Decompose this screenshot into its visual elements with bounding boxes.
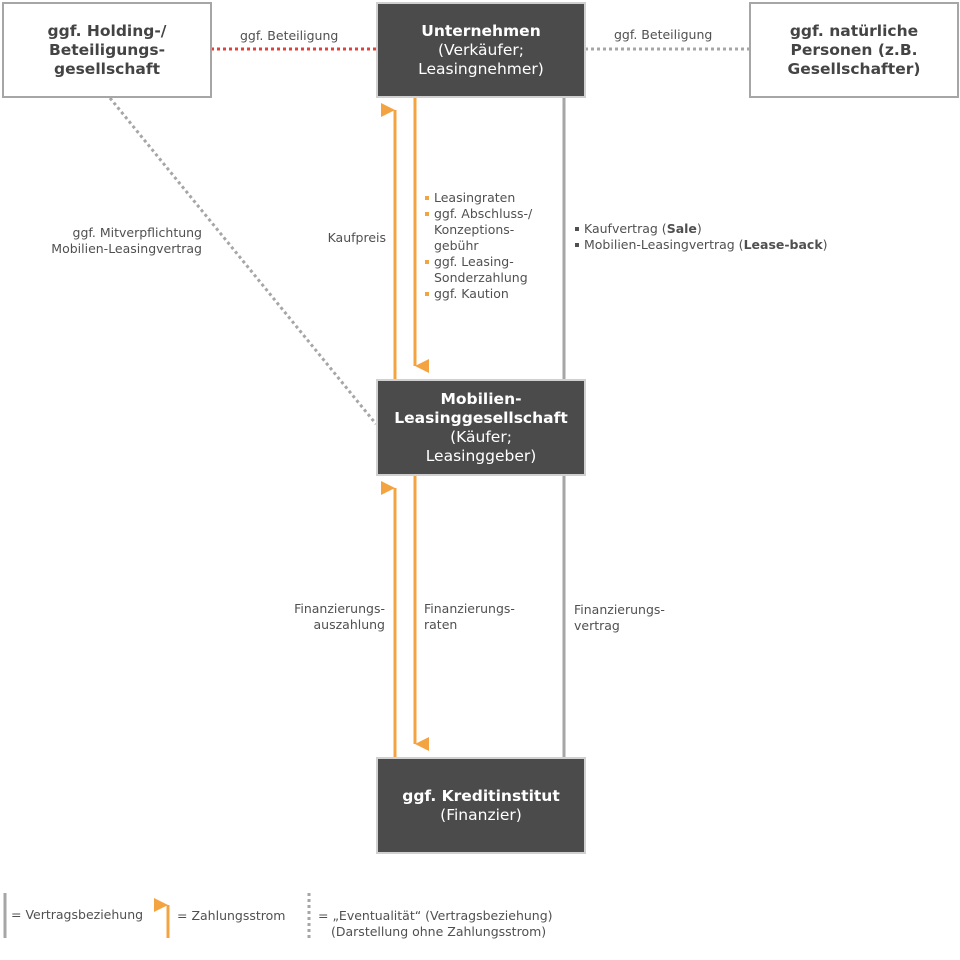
personen-box: ggf. natürliche Personen (z.B. Gesellsch… — [749, 2, 959, 98]
legend-eventualitaet: = „Eventualität“ (Vertragsbeziehung) (Da… — [318, 908, 553, 940]
label-kaufpreis: Kaufpreis — [327, 230, 386, 245]
personen-line2: Personen (z.B. — [790, 40, 918, 59]
kredit-title: ggf. Kreditinstitut — [402, 786, 560, 805]
kredit-line2: (Finanzier) — [440, 805, 522, 824]
unternehmen-line2: (Verkäufer; — [438, 40, 524, 59]
contracts-list: Kaufvertrag (Sale) Mobilien-Leasingvertr… — [575, 221, 828, 253]
grey-dotted-connector-diagonal — [108, 97, 378, 425]
bullet-icon — [575, 227, 579, 231]
bullet-icon — [425, 196, 429, 200]
payment-item: Leasingraten — [425, 190, 532, 206]
mitverpflichtung-line1: ggf. Mitverpflichtung — [72, 225, 202, 240]
unternehmen-box: Unternehmen (Verkäufer; Leasingnehmer) — [376, 2, 586, 98]
bullet-icon — [425, 212, 429, 216]
payment-text: ggf. Kaution — [434, 286, 509, 301]
unternehmen-line3: Leasingnehmer) — [418, 59, 544, 78]
label-finanzierungsvertrag: Finanzierungs- vertrag — [574, 602, 665, 634]
contract-item-sale: Kaufvertrag (Sale) — [575, 221, 828, 237]
leasing-line1: Mobilien- — [440, 389, 522, 408]
holding-box: ggf. Holding-/ Beteiligungs- gesellschaf… — [2, 2, 212, 98]
payment-item: ggf. Abschluss-/ — [425, 206, 532, 222]
payment-item-cont: Sonderzahlung — [425, 270, 532, 286]
contract-item-leaseback: Mobilien-Leasingvertrag (Lease-back) — [575, 237, 828, 253]
payment-text: ggf. Leasing- — [434, 254, 514, 269]
holding-line3: gesellschaft — [53, 59, 161, 78]
payment-item: ggf. Leasing- — [425, 254, 532, 270]
legend-zahlungsstrom: = Zahlungsstrom — [177, 908, 286, 923]
bullet-icon — [575, 243, 579, 247]
payment-text: Sonderzahlung — [434, 270, 528, 285]
fin-vertrag-line1: Finanzierungs- — [574, 602, 665, 617]
fin-auszahlung-line1: Finanzierungs- — [294, 601, 385, 616]
bullet-icon — [425, 292, 429, 296]
fin-auszahlung-line2: auszahlung — [313, 617, 386, 632]
fin-raten-line1: Finanzierungs- — [424, 601, 515, 616]
payment-text: ggf. Abschluss-/ — [434, 206, 533, 221]
payment-text: gebühr — [434, 238, 479, 253]
payments-list: Leasingraten ggf. Abschluss-/ Konzeption… — [425, 190, 532, 302]
payment-item-cont: Konzeptions- — [425, 222, 532, 238]
fin-vertrag-line2: vertrag — [574, 618, 620, 633]
leasing-line3: (Käufer; — [450, 427, 512, 446]
bullet-icon — [425, 260, 429, 264]
fin-raten-line2: raten — [424, 617, 458, 632]
contract-bold-leaseback: Lease-back — [743, 237, 823, 252]
label-beteiligung-left: ggf. Beteiligung — [240, 28, 339, 43]
leasing-line4: Leasinggeber) — [425, 446, 537, 465]
label-finanzierungsraten: Finanzierungs- raten — [424, 601, 515, 633]
contract-text: ) — [822, 237, 828, 252]
payment-text: Leasingraten — [434, 190, 516, 205]
holding-line2: Beteiligungs- — [48, 40, 166, 59]
kreditinstitut-box: ggf. Kreditinstitut (Finanzier) — [376, 757, 586, 854]
personen-line3: Gesellschafter) — [787, 59, 921, 78]
personen-line1: ggf. natürliche — [789, 21, 919, 40]
contract-text: ) — [696, 221, 702, 236]
label-finanzierungsauszahlung: Finanzierungs- auszahlung — [250, 601, 385, 633]
contract-text: Mobilien-Leasingvertrag ( — [584, 237, 744, 252]
payment-item-cont: gebühr — [425, 238, 532, 254]
leasing-line2: Leasinggesellschaft — [394, 408, 568, 427]
legend-eventualitaet-line1: = „Eventualität“ (Vertragsbeziehung) — [318, 908, 553, 923]
contract-bold-sale: Sale — [666, 221, 697, 236]
legend-vertragsbeziehung: = Vertragsbeziehung — [11, 907, 144, 922]
legend-eventualitaet-line2: (Darstellung ohne Zahlungsstrom) — [331, 924, 547, 939]
payment-text: Konzeptions- — [434, 222, 515, 237]
leasinggesellschaft-box: Mobilien- Leasinggesellschaft (Käufer; L… — [376, 379, 586, 476]
label-mitverpflichtung: ggf. Mitverpflichtung Mobilien-Leasingve… — [22, 225, 202, 257]
unternehmen-title: Unternehmen — [421, 21, 541, 40]
label-beteiligung-right: ggf. Beteiligung — [614, 27, 713, 42]
holding-line1: ggf. Holding-/ — [47, 21, 167, 40]
payment-item: ggf. Kaution — [425, 286, 532, 302]
mitverpflichtung-line2: Mobilien-Leasingvertrag — [51, 241, 202, 256]
contract-text: Kaufvertrag ( — [584, 221, 667, 236]
